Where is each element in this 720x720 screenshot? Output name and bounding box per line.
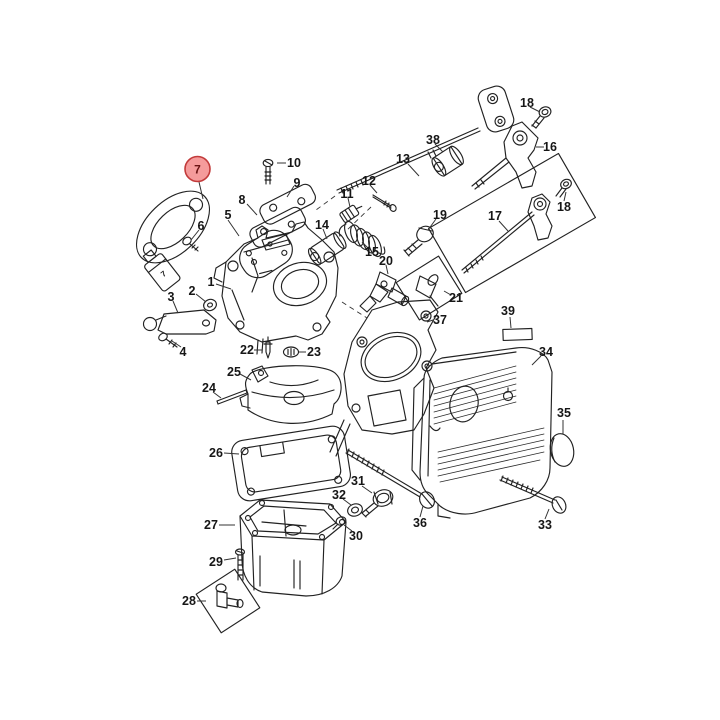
part-7-gasket-drawing — [135, 190, 211, 264]
callout-27[interactable]: 27 — [204, 518, 218, 532]
callout-13[interactable]: 13 — [396, 152, 410, 166]
part-17-assembly-drawing — [427, 152, 597, 294]
part-37-gasket-drawing — [329, 299, 439, 457]
callout-18a[interactable]: 18 — [520, 96, 534, 110]
part-3-lever-drawing — [142, 309, 217, 335]
part-33-bolt-drawing — [499, 475, 567, 514]
callout-38[interactable]: 38 — [426, 133, 440, 147]
callout-21[interactable]: 21 — [449, 291, 463, 305]
callout-16[interactable]: 16 — [543, 140, 557, 154]
part-22-needle-drawing — [263, 336, 273, 359]
callout-34[interactable]: 34 — [539, 345, 553, 359]
callout-6[interactable]: 6 — [198, 219, 205, 233]
highlight-part-number[interactable]: 7 — [194, 163, 201, 177]
callout-2[interactable]: 2 — [189, 284, 196, 298]
callout-1[interactable]: 1 — [208, 275, 215, 289]
callout-8[interactable]: 8 — [239, 193, 246, 207]
part-36-bolt-drawing — [345, 448, 435, 509]
sealant-tube-drawing: 7 — [142, 249, 181, 292]
callout-18b[interactable]: 18 — [557, 200, 571, 214]
callout-31[interactable]: 31 — [351, 474, 365, 488]
callout-11[interactable]: 11 — [340, 187, 353, 201]
callout-22[interactable]: 22 — [240, 343, 254, 357]
part-28-drain-valve-drawing — [195, 568, 261, 634]
part-27-float-bowl-drawing — [239, 499, 347, 597]
callout-23[interactable]: 23 — [307, 345, 321, 359]
callout-33[interactable]: 33 — [538, 518, 552, 532]
part-39-strip-drawing — [502, 327, 533, 342]
part-9-plate-drawing — [259, 183, 316, 225]
callout-39[interactable]: 39 — [501, 304, 515, 318]
part-18a-screw-drawing — [531, 106, 552, 129]
callout-19[interactable]: 19 — [433, 208, 447, 222]
alignment-dashed-lines — [315, 195, 372, 319]
selected-part-marker[interactable]: 7 — [184, 155, 211, 183]
callout-30[interactable]: 30 — [349, 529, 363, 543]
callout-12[interactable]: 12 — [362, 174, 376, 188]
part-18b-screw-drawing — [555, 178, 572, 198]
callout-32[interactable]: 32 — [332, 488, 346, 502]
part-13-shaft-drawing — [336, 85, 515, 194]
part-30-plug-drawing — [332, 516, 347, 530]
part-12-needle-screw-drawing — [372, 194, 397, 212]
callout-17[interactable]: 17 — [488, 209, 502, 223]
part-23-seat-drawing — [282, 346, 300, 358]
part-35-disc-drawing — [549, 433, 575, 467]
callout-10[interactable]: 10 — [287, 156, 301, 170]
part-14-cylinder-drawing — [307, 231, 347, 266]
part-31-main-jet-drawing — [361, 489, 394, 518]
part-29-screw-drawing — [234, 548, 246, 581]
callout-9[interactable]: 9 — [294, 176, 301, 190]
callout-35[interactable]: 35 — [557, 406, 571, 420]
part-6-screw-drawing — [182, 236, 199, 252]
part-2-clip-drawing — [203, 298, 217, 312]
part-25-float-drawing — [239, 365, 342, 424]
callout-37[interactable]: 37 — [433, 313, 447, 327]
callout-4[interactable]: 4 — [180, 345, 187, 359]
callout-14[interactable]: 14 — [315, 218, 329, 232]
part-26-gasket-drawing — [231, 425, 351, 502]
part-24-pin-drawing — [216, 389, 248, 405]
callout-29[interactable]: 29 — [209, 555, 223, 569]
part-32-washer-drawing — [347, 503, 363, 517]
part-38-roller-drawing — [431, 145, 464, 177]
callout-24[interactable]: 24 — [202, 381, 216, 395]
callout-3[interactable]: 3 — [168, 290, 175, 304]
callout-15[interactable]: 15 — [365, 245, 379, 259]
callout-36[interactable]: 36 — [413, 516, 427, 530]
part-16-lever-drawing — [471, 121, 539, 190]
part-21-fitting-drawing — [395, 255, 463, 321]
part-1-carburetor-body-drawing — [213, 221, 339, 355]
callout-5[interactable]: 5 — [225, 208, 232, 222]
tube-marking-text: 7 — [159, 269, 168, 279]
part-4-screw-drawing — [158, 332, 178, 348]
callout-labels: 1 2 3 4 5 6 8 9 10 11 12 13 14 15 16 17 … — [168, 96, 571, 608]
part-20-fitting-drawing — [359, 271, 410, 313]
callout-25[interactable]: 25 — [227, 365, 241, 379]
callout-28[interactable]: 28 — [182, 594, 196, 608]
callout-20[interactable]: 20 — [379, 254, 393, 268]
highlight-circle[interactable] — [184, 155, 211, 183]
leader-lines — [171, 106, 567, 602]
part-11-jet-drawing — [339, 204, 363, 223]
part-19-valve-drawing — [403, 225, 434, 257]
part-10-screw-drawing — [262, 158, 274, 185]
callout-26[interactable]: 26 — [209, 446, 223, 460]
